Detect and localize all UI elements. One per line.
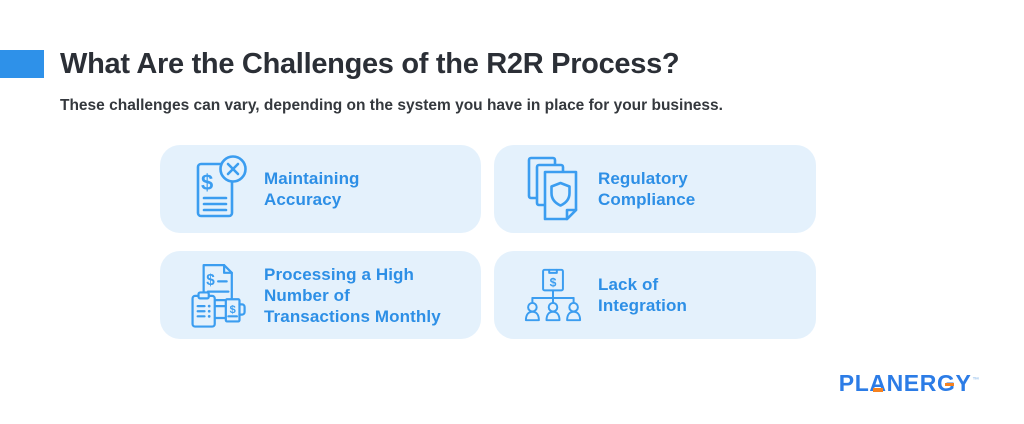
logo-text-part: NER [886,369,937,396]
logo-text-part: PL [838,369,870,396]
card-processing-transactions: $ $ [160,251,481,339]
card-lack-of-integration: $ Lack of Integration [494,251,816,339]
card-label: Processing a High Number of Transactions… [264,264,441,326]
logo-text-part: Y [955,369,972,396]
svg-text:$: $ [230,304,236,316]
documents-shield-icon [524,154,582,224]
svg-text:$: $ [201,170,213,195]
planergy-logo: PLANERGY™ [839,369,980,395]
page-subtitle: These challenges can vary, depending on … [60,97,723,114]
card-label: Lack of Integration [598,275,687,315]
title-accent-bar [0,50,44,78]
trademark-symbol: ™ [972,377,980,384]
invoice-error-icon: $ [190,154,248,224]
logo-letter-g: G [936,369,956,396]
logo-letter-a: A [869,369,887,396]
challenge-cards-grid: $ Maintaining Accuracy [160,145,816,339]
card-label: Regulatory Compliance [598,169,696,209]
svg-text:$: $ [206,272,215,289]
invoice-calculator-receipt-icon: $ $ [190,256,248,334]
card-maintaining-accuracy: $ Maintaining Accuracy [160,145,481,233]
page-title: What Are the Challenges of the R2R Proce… [60,48,680,80]
svg-text:$: $ [550,276,557,290]
money-org-chart-icon: $ [524,260,582,330]
card-regulatory-compliance: Regulatory Compliance [494,145,816,233]
card-label: Maintaining Accuracy [264,169,360,209]
